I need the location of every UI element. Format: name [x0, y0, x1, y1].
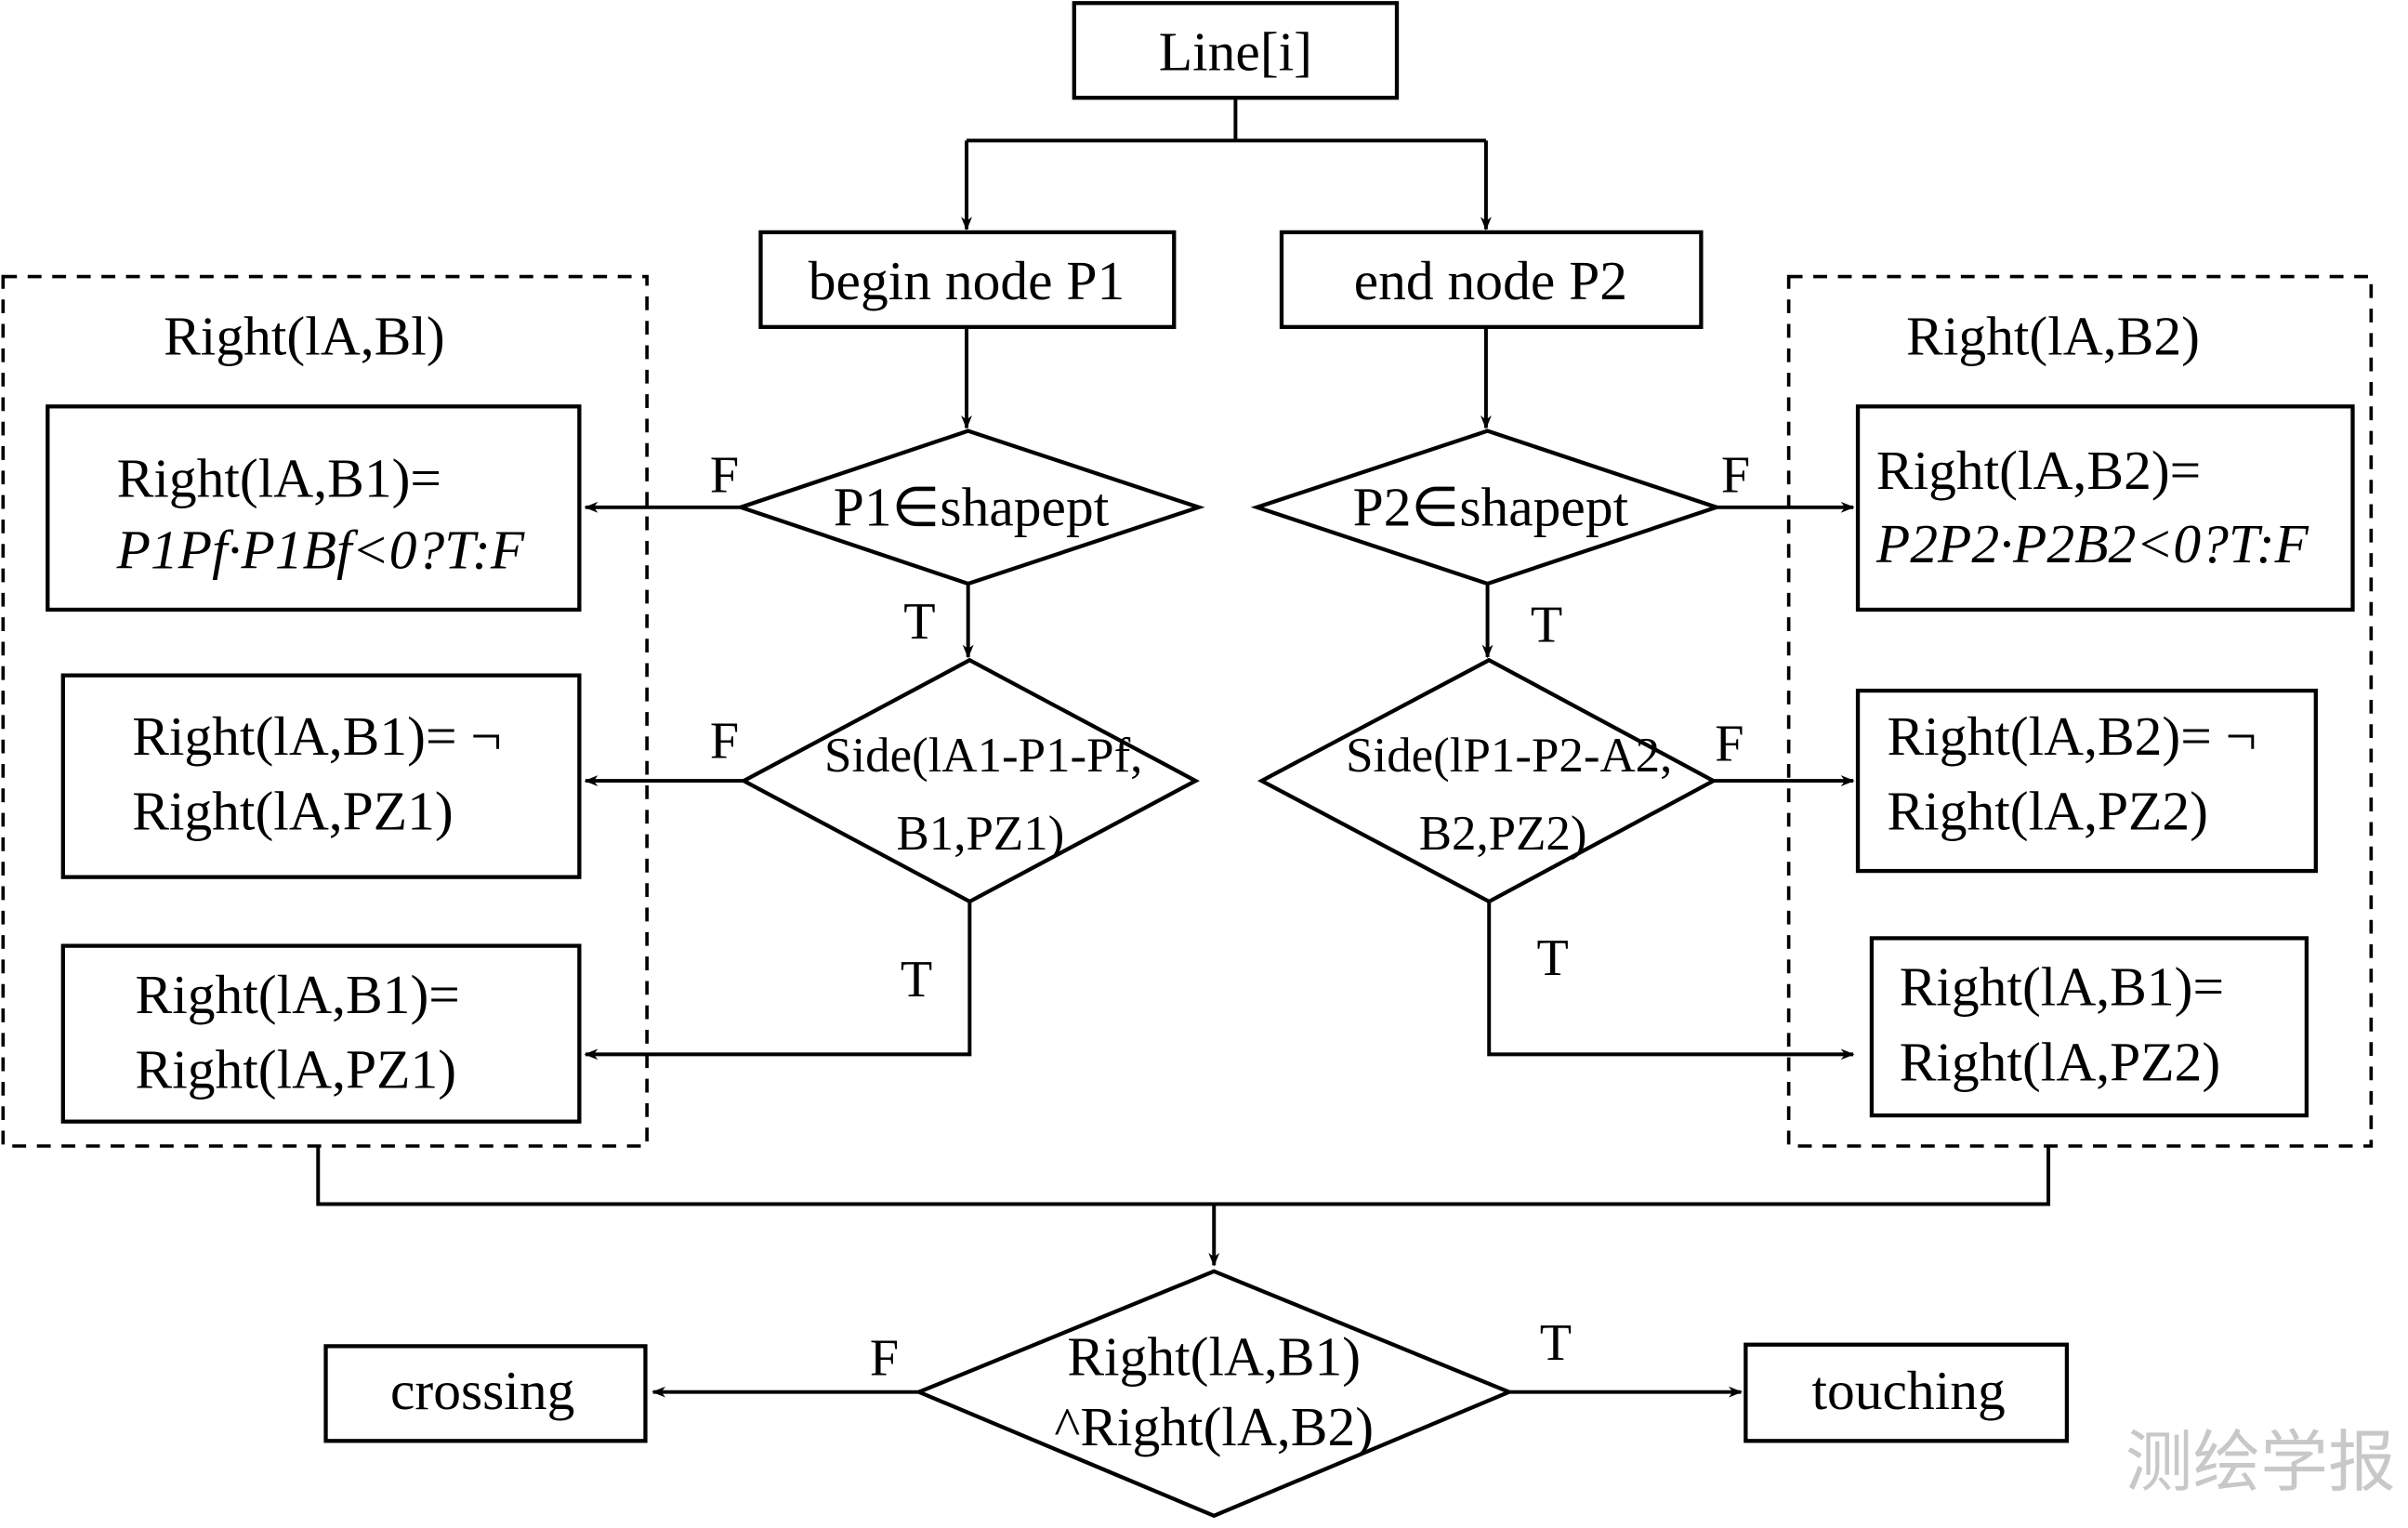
decision-p2-label: P2∈shapept	[1353, 477, 1629, 538]
edge-start-split	[967, 98, 1486, 143]
node-begin	[758, 230, 1177, 329]
label-f-side2: F	[1715, 716, 1743, 773]
group-right-title: Right(lA,B2)	[1906, 306, 2200, 367]
left-box-2-line2: Right(lA,PZ1)	[132, 781, 454, 842]
right-box-3-line2: Right(lA,PZ2)	[1900, 1031, 2221, 1092]
decision-final-line1: Right(lA,B1)	[1067, 1326, 1361, 1388]
node-end-label: end node P2	[1354, 250, 1627, 311]
right-box-1-line1: Right(lA,B2)=	[1876, 440, 2201, 501]
right-box-3	[1869, 936, 2309, 1118]
watermark: 测绘学报	[2125, 1424, 2396, 1502]
label-t-p1: T	[903, 593, 935, 651]
node-start-label: Line[i]	[1159, 21, 1312, 83]
left-box-3-line1: Right(lA,B1)=	[136, 964, 460, 1025]
left-box-1-line1: Right(lA,B1)=	[117, 447, 441, 508]
left-box-3-line2: Right(lA,PZ1)	[136, 1039, 457, 1100]
right-box-3-line1: Right(lA,B1)=	[1900, 956, 2224, 1018]
left-box-1	[46, 404, 582, 613]
edge-side2-true	[1487, 901, 1855, 1060]
right-box-1-line2: P2P2·P2B2<0?T:F	[1875, 513, 2309, 574]
left-box-2	[60, 673, 582, 879]
node-crossing	[323, 1344, 648, 1443]
label-f-side1: F	[710, 713, 739, 771]
group-left-title: Right(lA,Bl)	[164, 306, 445, 367]
left-box-3	[60, 943, 582, 1124]
label-f-p1: F	[710, 447, 739, 505]
label-t-side2: T	[1536, 929, 1568, 987]
right-box-2-line1: Right(lA,B2)= ¬	[1887, 705, 2257, 767]
left-box-2-line1: Right(lA,B1)= ¬	[132, 705, 502, 767]
edge-merge	[316, 1146, 2051, 1206]
decision-final-line2: ^Right(lA,B2)	[1054, 1396, 1374, 1457]
right-box-2-line2: Right(lA,PZ2)	[1887, 781, 2208, 842]
node-begin-label: begin node P1	[809, 250, 1125, 311]
label-f-final: F	[870, 1330, 899, 1388]
decision-side1-line1: Side(lA1-P1-Pf,	[824, 729, 1142, 783]
node-touching-label: touching	[1811, 1360, 2005, 1421]
label-t-p2: T	[1531, 597, 1562, 654]
group-right	[1786, 274, 2374, 1148]
label-t-final: T	[1540, 1314, 1572, 1372]
decision-side1-line2: B1,PZ1)	[897, 807, 1065, 861]
label-f-p2: F	[1721, 447, 1750, 505]
right-box-1	[1855, 404, 2355, 613]
decision-final	[914, 1269, 1515, 1519]
decision-side2-line2: B2,PZ2)	[1419, 807, 1587, 861]
group-left	[1, 274, 649, 1148]
node-crossing-label: crossing	[390, 1360, 574, 1421]
decision-side2-line1: Side(lP1-P2-A2,	[1346, 729, 1672, 783]
node-end	[1279, 230, 1704, 329]
right-box-2	[1855, 688, 2318, 874]
node-touching	[1743, 1342, 2070, 1443]
edge-side1-true	[584, 901, 972, 1060]
label-t-side1: T	[901, 951, 932, 1008]
left-box-1-line2: P1Pf·P1Bf<0?T:F	[116, 520, 525, 581]
decision-p1-label: P1∈shapept	[834, 477, 1110, 538]
